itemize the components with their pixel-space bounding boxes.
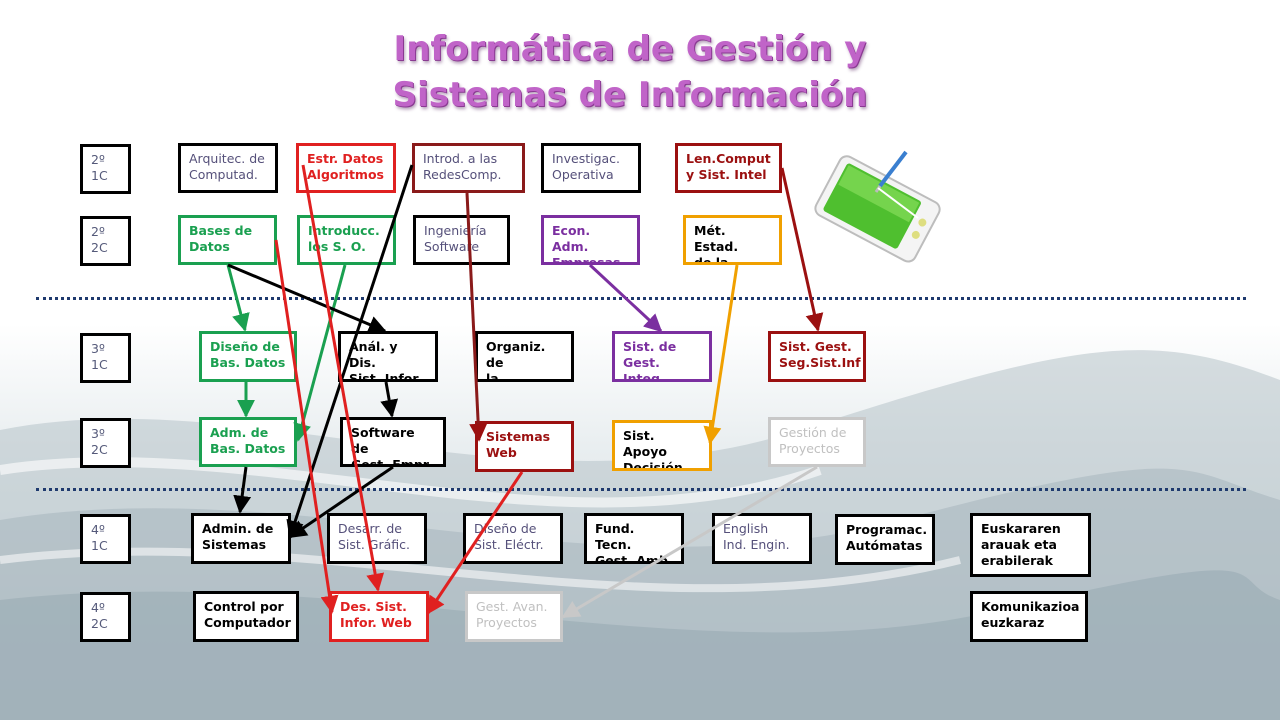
course-english-ind-engin: English Ind. Engin. (712, 513, 812, 564)
course-introd-redes-comp: Introd. a las RedesComp. (412, 143, 525, 193)
course-adm-bas-datos: Adm. de Bas. Datos (199, 417, 297, 467)
course-sist-gest-seg: Sist. Gest. Seg.Sist.Inf (768, 331, 866, 382)
course-desarr-sist-grafic: Desarr. de Sist. Gráfic. (327, 513, 427, 564)
semester-label: 2º 2C (80, 216, 131, 266)
course-admin-sistemas: Admin. de Sistemas (191, 513, 291, 564)
year-separator-1 (36, 297, 1246, 300)
semester-label: 2º 1C (80, 144, 131, 194)
course-econ-adm-empresas: Econ. Adm. Empresas (541, 215, 640, 265)
title-line-2: Sistemas de Información (392, 75, 868, 115)
course-estr-datos-algoritmos: Estr. Datos Algoritmos (296, 143, 396, 193)
tablet-stylus-icon (814, 150, 941, 263)
course-sist-apoyo-decision: Sist. Apoyo Decisión (612, 420, 712, 471)
course-len-comput-sist-intel: Len.Comput y Sist. Intel (675, 143, 782, 193)
course-gest-avan-proyectos: Gest. Avan. Proyectos (465, 591, 563, 642)
title-line-1: Informática de Gestión y (393, 29, 867, 69)
course-komunikazioa-euzkaraz: Komunikazioa euzkaraz (970, 591, 1088, 642)
course-diseno-sist-electr: Diseño de Sist. Eléctr. (463, 513, 563, 564)
course-bases-de-datos: Bases de Datos (178, 215, 277, 265)
course-diseno-bas-datos: Diseño de Bas. Datos (199, 331, 297, 382)
course-fund-tecn-gest-amb: Fund. Tecn. Gest. Amb. (584, 513, 684, 564)
course-gestion-proyectos: Gestión de Proyectos (768, 417, 866, 467)
course-programac-automatas: Programac. Autómatas (835, 514, 935, 565)
course-sist-gest-integ: Sist. de Gest. Integ. (612, 331, 712, 382)
semester-label: 3º 2C (80, 418, 131, 468)
semester-label: 4º 2C (80, 592, 131, 642)
course-control-por-computador: Control por Computador (193, 591, 299, 642)
course-sistemas-web: Sistemas Web (475, 421, 574, 472)
course-organiz-producc: Organiz. de la Producc. (475, 331, 574, 382)
course-arquitec-computad: Arquitec. de Computad. (178, 143, 278, 193)
course-introducc-so: Introducc. los S. O. (297, 215, 396, 265)
course-software-gest-empr: Software de Gest. Empr. (340, 417, 446, 467)
course-ingenieria-software: Ingeniería Software (413, 215, 510, 265)
year-separator-2 (36, 488, 1246, 491)
course-investigac-operativa: Investigac. Operativa (541, 143, 641, 193)
course-met-estad-ingen: Mét. Estad. de la Ingen. (683, 215, 782, 265)
course-des-sist-infor-web: Des. Sist. Infor. Web (329, 591, 429, 642)
semester-label: 3º 1C (80, 333, 131, 383)
course-euskararen-arauak: Euskararen arauak eta erabilerak (970, 513, 1091, 577)
semester-label: 4º 1C (80, 514, 131, 564)
